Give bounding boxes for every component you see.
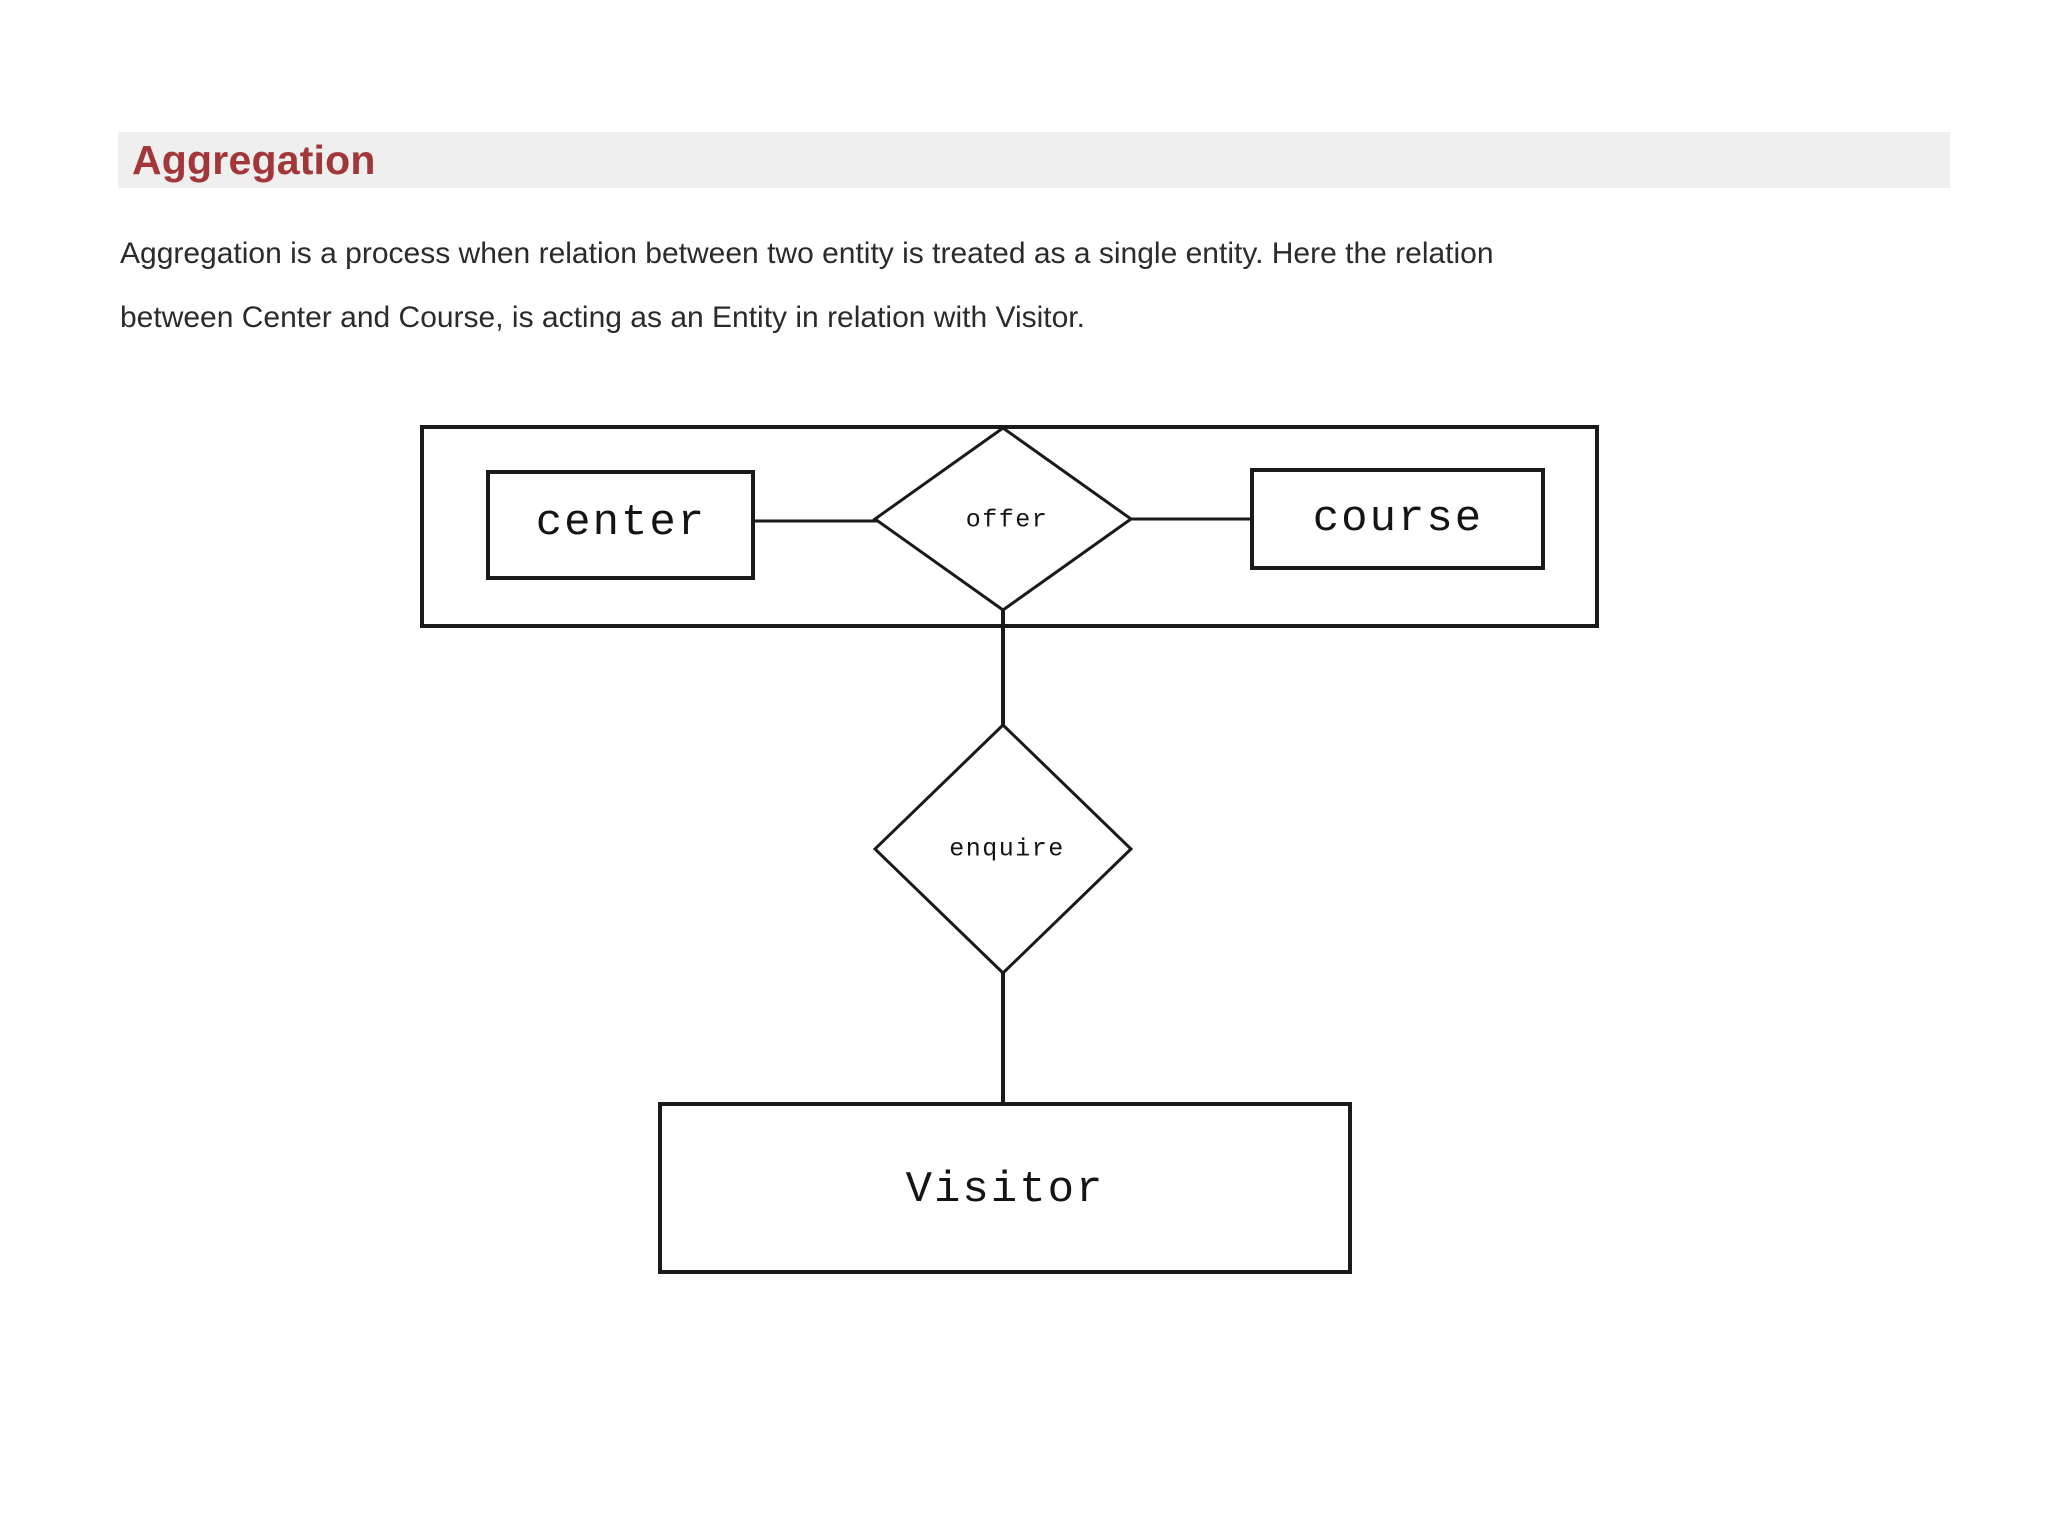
heading-background-band xyxy=(118,132,1950,188)
page-title: Aggregation xyxy=(132,137,376,183)
relationship-enquire-label: enquire xyxy=(949,834,1065,864)
paragraph-line-2: between Center and Course, is acting as … xyxy=(120,301,1085,334)
entity-course-label: course xyxy=(1312,494,1484,544)
intro-paragraph: Aggregation is a process when relation b… xyxy=(120,222,1910,350)
relationship-offer-label: offer xyxy=(965,505,1049,535)
entity-visitor-label: Visitor xyxy=(905,1165,1105,1215)
paragraph-line-1: Aggregation is a process when relation b… xyxy=(120,237,1494,270)
entity-center-label: center xyxy=(535,498,707,548)
